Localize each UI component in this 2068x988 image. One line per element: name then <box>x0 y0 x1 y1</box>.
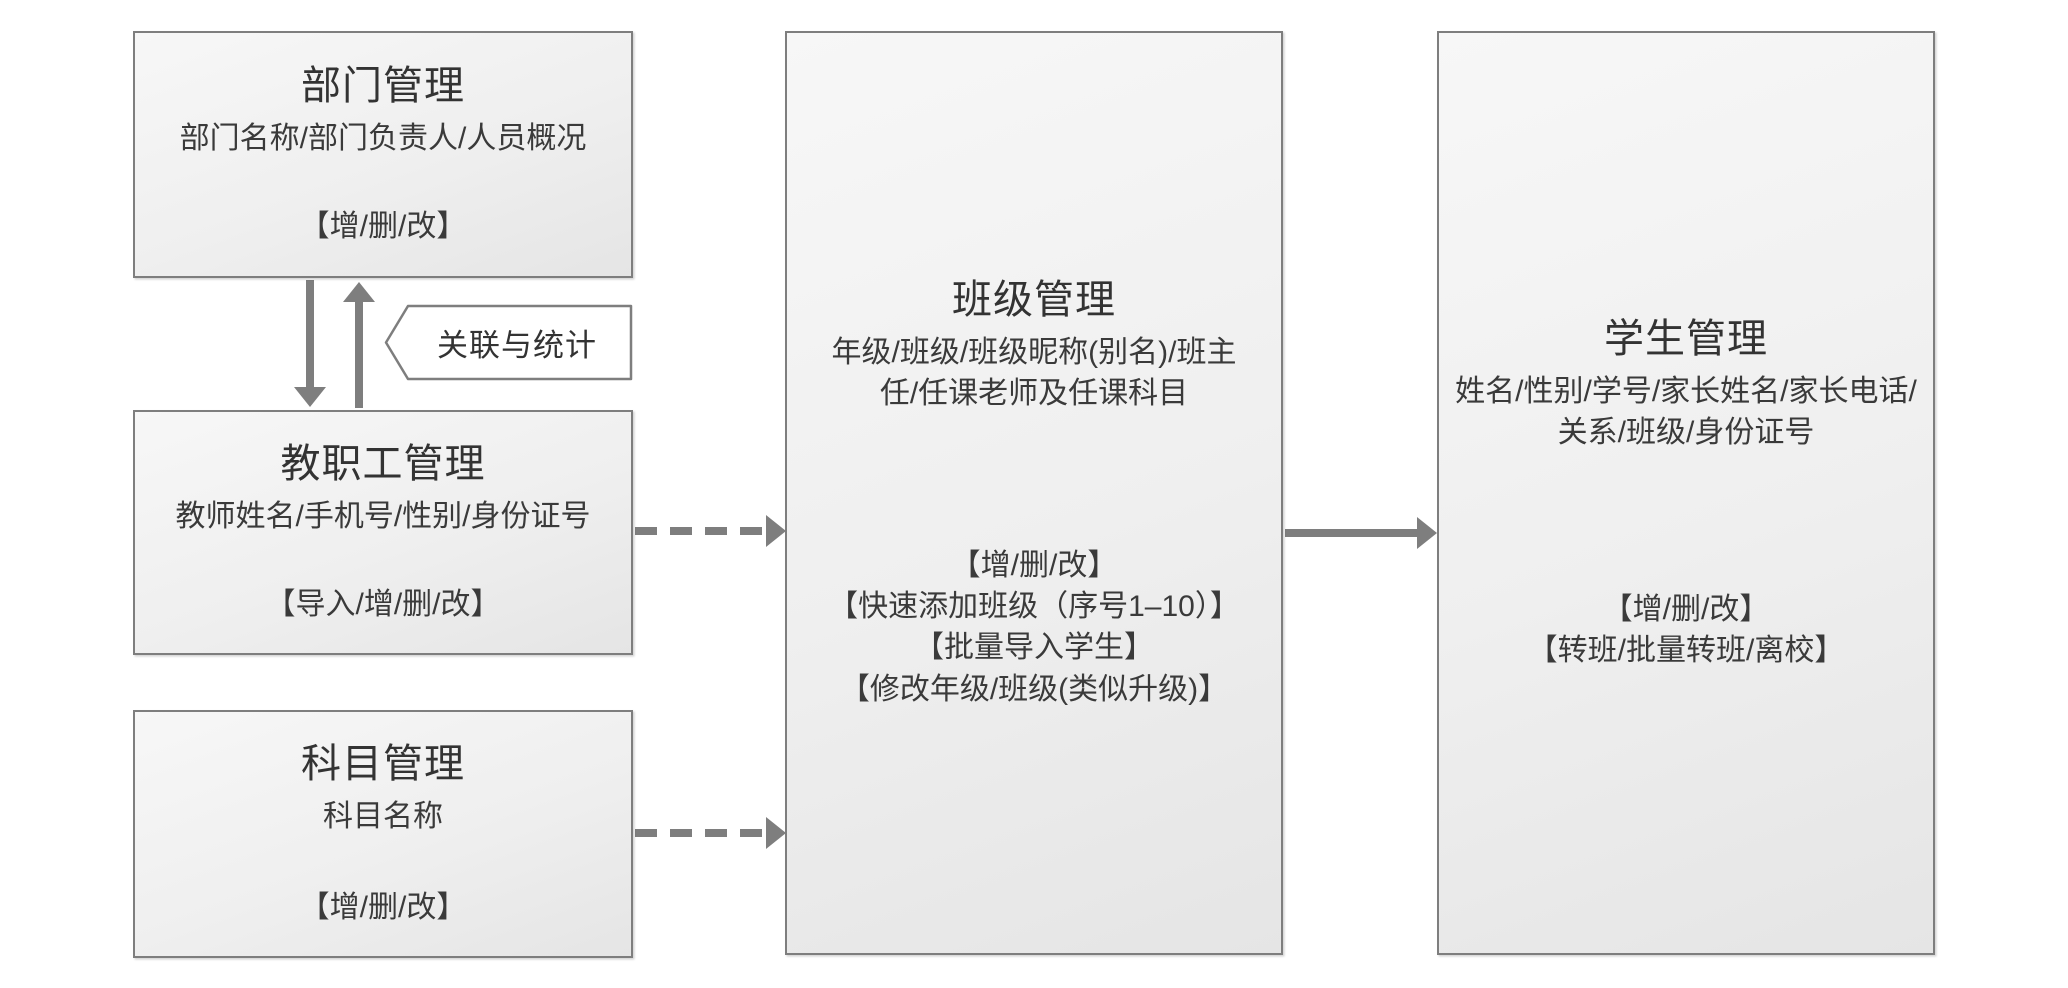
node-operation: 【增/删/改】 <box>1602 592 1770 626</box>
node-operations: 【导入/增/删/改】 <box>265 587 501 621</box>
node-class-management: 班级管理 年级/班级/班级昵称(别名)/班主任/任课老师及任课科目 【增/删/改… <box>785 31 1283 955</box>
node-title: 教职工管理 <box>280 442 486 487</box>
node-department-management: 部门管理 部门名称/部门负责人/人员概况 【增/删/改】 <box>133 31 633 278</box>
node-operation: 【修改年级/班级(类似升级)】 <box>839 672 1229 706</box>
spacer <box>383 160 384 206</box>
spacer <box>383 538 384 584</box>
node-subject-management: 科目管理 科目名称 【增/删/改】 <box>133 710 633 958</box>
spacer <box>383 837 384 887</box>
node-title: 学生管理 <box>1604 316 1768 361</box>
node-operations: 【增/删/改】 <box>299 891 467 924</box>
callout-association-statistics-label: 关联与统计 <box>437 327 597 363</box>
node-operations: 【增/删/改】 <box>299 209 467 243</box>
node-operation: 【批量导入学生】 <box>914 631 1154 665</box>
node-fields: 教师姓名/手机号/性别/身份证号 <box>175 500 591 534</box>
node-operation: 【增/删/改】 <box>950 548 1118 582</box>
node-title: 部门管理 <box>301 64 465 109</box>
spacer <box>1686 454 1687 589</box>
node-fields: 姓名/性别/学号/家长姓名/家长电话/关系/班级/身份证号 <box>1455 374 1917 450</box>
node-student-management: 学生管理 姓名/性别/学号/家长姓名/家长电话/关系/班级/身份证号 【增/删/… <box>1437 31 1935 955</box>
node-title: 科目管理 <box>301 741 465 786</box>
node-title: 班级管理 <box>952 277 1116 322</box>
node-staff-management: 教职工管理 教师姓名/手机号/性别/身份证号 【导入/增/删/改】 <box>133 410 633 655</box>
node-operation: 【转班/批量转班/离校】 <box>1527 633 1845 667</box>
node-fields: 年级/班级/班级昵称(别名)/班主任/任课老师及任课科目 <box>831 335 1237 411</box>
node-operation: 【快速添加班级（序号1–10）】 <box>828 590 1240 623</box>
node-fields: 科目名称 <box>323 799 443 833</box>
node-fields: 部门名称/部门负责人/人员概况 <box>179 122 587 156</box>
spacer <box>1034 415 1035 545</box>
